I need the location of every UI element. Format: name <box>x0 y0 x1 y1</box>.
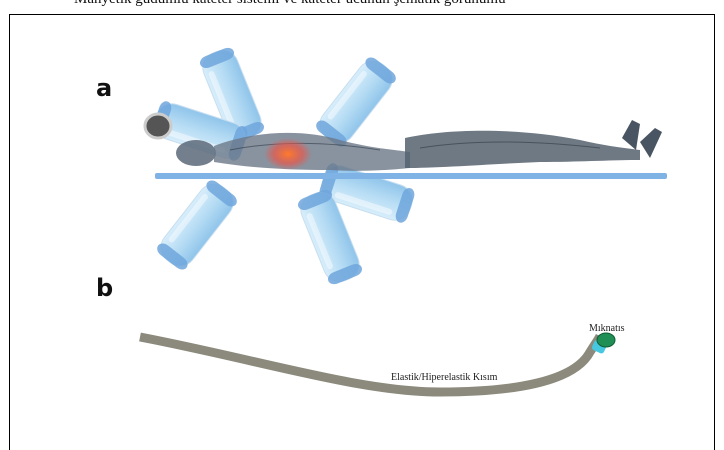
elastic-part-label: Elastik/Hiperelastik Kısım <box>391 372 498 383</box>
magnet-label: Mıknatıs <box>589 323 625 334</box>
coil-end-cap <box>145 114 171 138</box>
magnet-tip <box>597 333 615 347</box>
diagram-canvas: Mıknatıs Elastik/Hiperelastik Kısım <box>0 0 724 435</box>
coil-top-right <box>313 55 398 150</box>
coil-bottom-left <box>154 178 239 273</box>
catheter-shaft <box>140 336 600 392</box>
heart-highlight <box>264 138 312 170</box>
patient-table <box>155 173 667 179</box>
catheter <box>140 333 615 392</box>
